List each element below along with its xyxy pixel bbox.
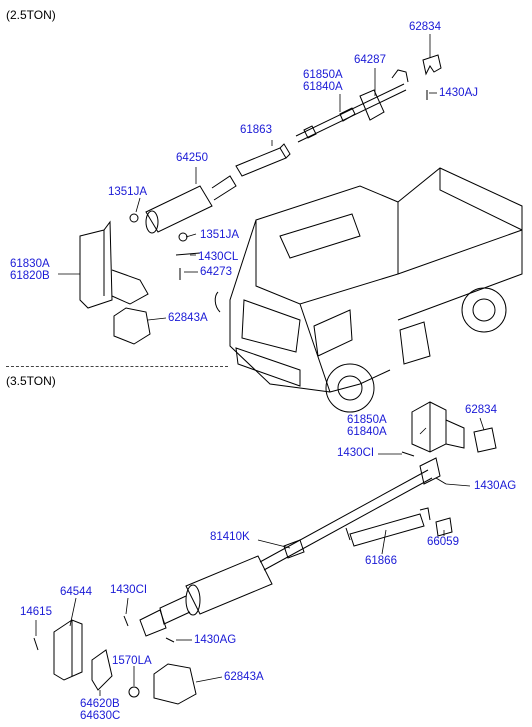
washer-1351ja-part-2 [178, 232, 188, 242]
callout-61840a-bottom: 61840A [347, 426, 387, 438]
damper-bottom-part [139, 555, 273, 637]
clip-62834-bottom-part [473, 427, 497, 453]
pin-1430ci-part-2 [123, 615, 129, 627]
callout-61850a-top: 61850A [303, 69, 343, 81]
section-title-3-5-ton: (3.5TON) [6, 374, 56, 388]
callout-61830a: 61830A [10, 258, 50, 270]
clip-62834-top-part [422, 54, 442, 76]
callout-61866: 61866 [365, 555, 397, 567]
callout-81410k: 81410K [210, 531, 250, 543]
callout-1430ag-1: 1430AG [474, 480, 517, 492]
callout-1430aj: 1430AJ [439, 87, 479, 99]
damper-64250-part [145, 175, 237, 234]
callout-1430ci-2: 1430CI [110, 584, 148, 596]
callout-62834-bottom: 62834 [465, 404, 497, 416]
washer-1570la-part [128, 686, 140, 698]
callout-61863: 61863 [240, 124, 272, 136]
washer-1351ja-part-1 [129, 213, 139, 223]
callout-1351ja-2: 1351JA [200, 229, 240, 241]
spring-arm-assembly-top [295, 69, 409, 143]
callout-1430cl: 1430CL [198, 251, 239, 263]
bolt-1430cl-part [175, 252, 201, 256]
callout-1570la: 1570LA [112, 655, 152, 667]
cover-62843a-top-part [113, 307, 151, 345]
leader-lines [35, 34, 485, 696]
bolt-14615-part [33, 637, 39, 651]
callout-62843a-bottom: 62843A [224, 671, 264, 683]
callout-62834-top: 62834 [409, 21, 441, 33]
pin-1430ag-part-2 [165, 637, 175, 643]
section-title-2-5-ton: (2.5TON) [6, 8, 56, 22]
callout-1430ci-1: 1430CI [337, 447, 375, 459]
callout-64620b: 64620B [80, 698, 120, 710]
truck-illustration [214, 167, 523, 413]
bracket-61830a-part [79, 220, 149, 309]
callout-61820b: 61820B [10, 270, 50, 282]
callout-61850a-bottom: 61850A [347, 414, 387, 426]
tube-61863-part [235, 143, 291, 177]
callout-14615: 14615 [20, 606, 52, 618]
plate-66059-part [435, 517, 453, 537]
bracket-61850a-bottom-part [411, 401, 465, 453]
rod-81410k-part [259, 457, 441, 571]
bracket-64544-part [53, 619, 83, 681]
callout-64630c: 64630C [80, 710, 121, 722]
callout-64544: 64544 [60, 586, 92, 598]
callout-61840a-top: 61840A [303, 81, 343, 93]
pin-1430ci-part-1 [401, 451, 415, 457]
callout-64287: 64287 [354, 54, 386, 66]
callout-64273: 64273 [200, 266, 232, 278]
callout-1430ag-2: 1430AG [194, 634, 237, 646]
section-divider [6, 366, 228, 367]
callout-62843a-top: 62843A [168, 312, 208, 324]
bracket-64620b-part [91, 649, 113, 691]
pin-1430ag-part-1 [435, 477, 447, 485]
cover-62843a-bottom-part [153, 663, 197, 705]
spring-61866-part [345, 507, 431, 547]
callout-1351ja-1: 1351JA [108, 186, 148, 198]
callout-64250: 64250 [176, 152, 208, 164]
callout-66059: 66059 [427, 536, 459, 548]
